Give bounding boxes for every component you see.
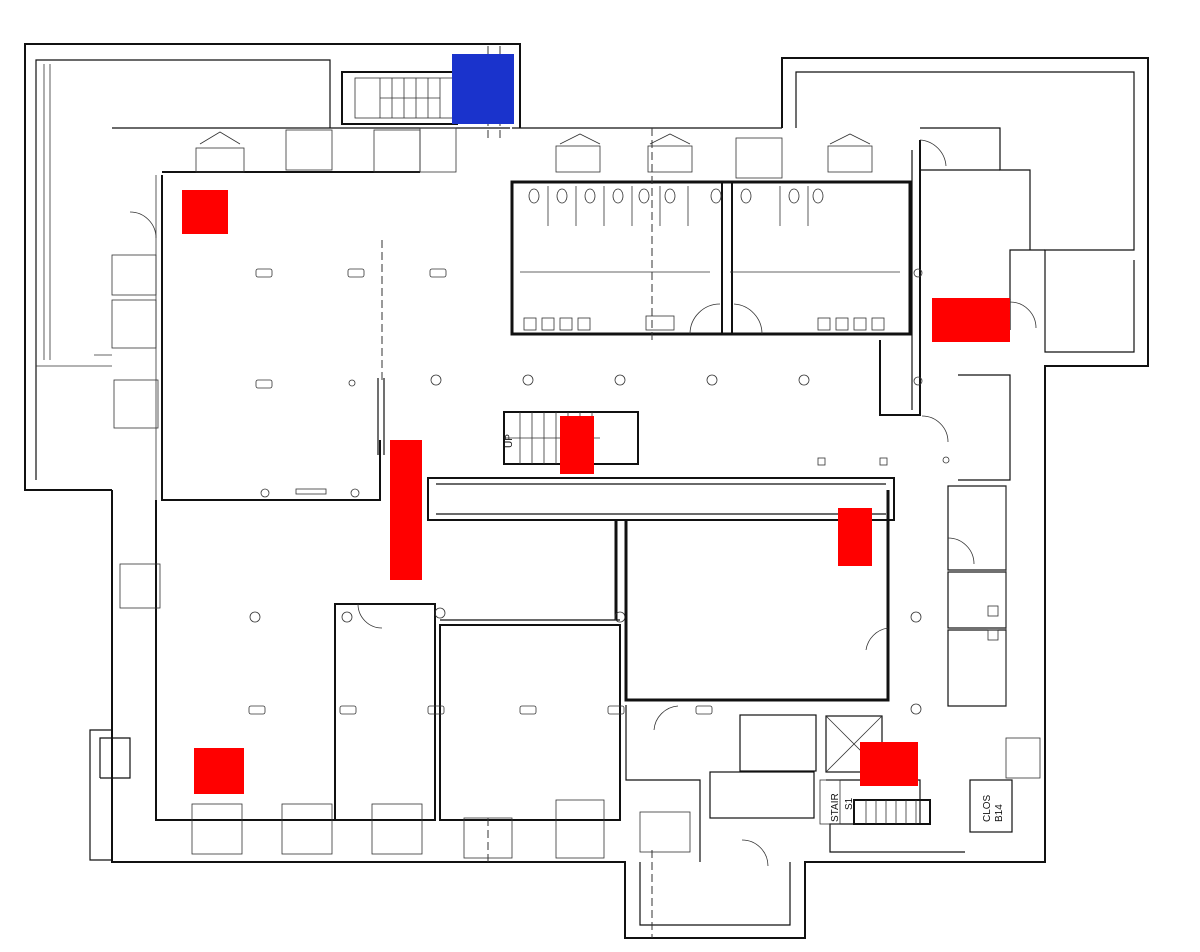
south-stair <box>819 779 931 825</box>
blue-marker <box>452 54 514 124</box>
north-stair <box>341 71 458 125</box>
closet-id-label: B14 <box>994 804 1005 822</box>
red-marker <box>838 508 872 566</box>
south-window-units <box>191 799 691 938</box>
corridor-columns <box>430 374 950 466</box>
west-side-fixtures <box>111 211 159 429</box>
red-marker <box>932 298 1010 342</box>
red-marker <box>860 742 918 786</box>
north-window-units <box>195 127 873 179</box>
highlight-markers <box>182 54 1010 794</box>
central-partition <box>427 477 895 521</box>
southwest-rooms <box>119 500 713 821</box>
stair-id-label: S1 <box>844 797 855 810</box>
red-marker <box>390 440 422 580</box>
exterior-walls <box>24 43 1149 939</box>
red-marker <box>182 190 228 234</box>
central-stair-up-label: UP <box>504 434 515 448</box>
east-small-rooms <box>947 485 1041 833</box>
southeast-rooms <box>624 490 965 867</box>
closet-label: CLOS <box>982 794 993 822</box>
stair-label: STAIR <box>830 793 841 822</box>
restroom-block <box>510 128 912 340</box>
red-marker <box>560 416 594 474</box>
red-marker <box>194 748 244 794</box>
